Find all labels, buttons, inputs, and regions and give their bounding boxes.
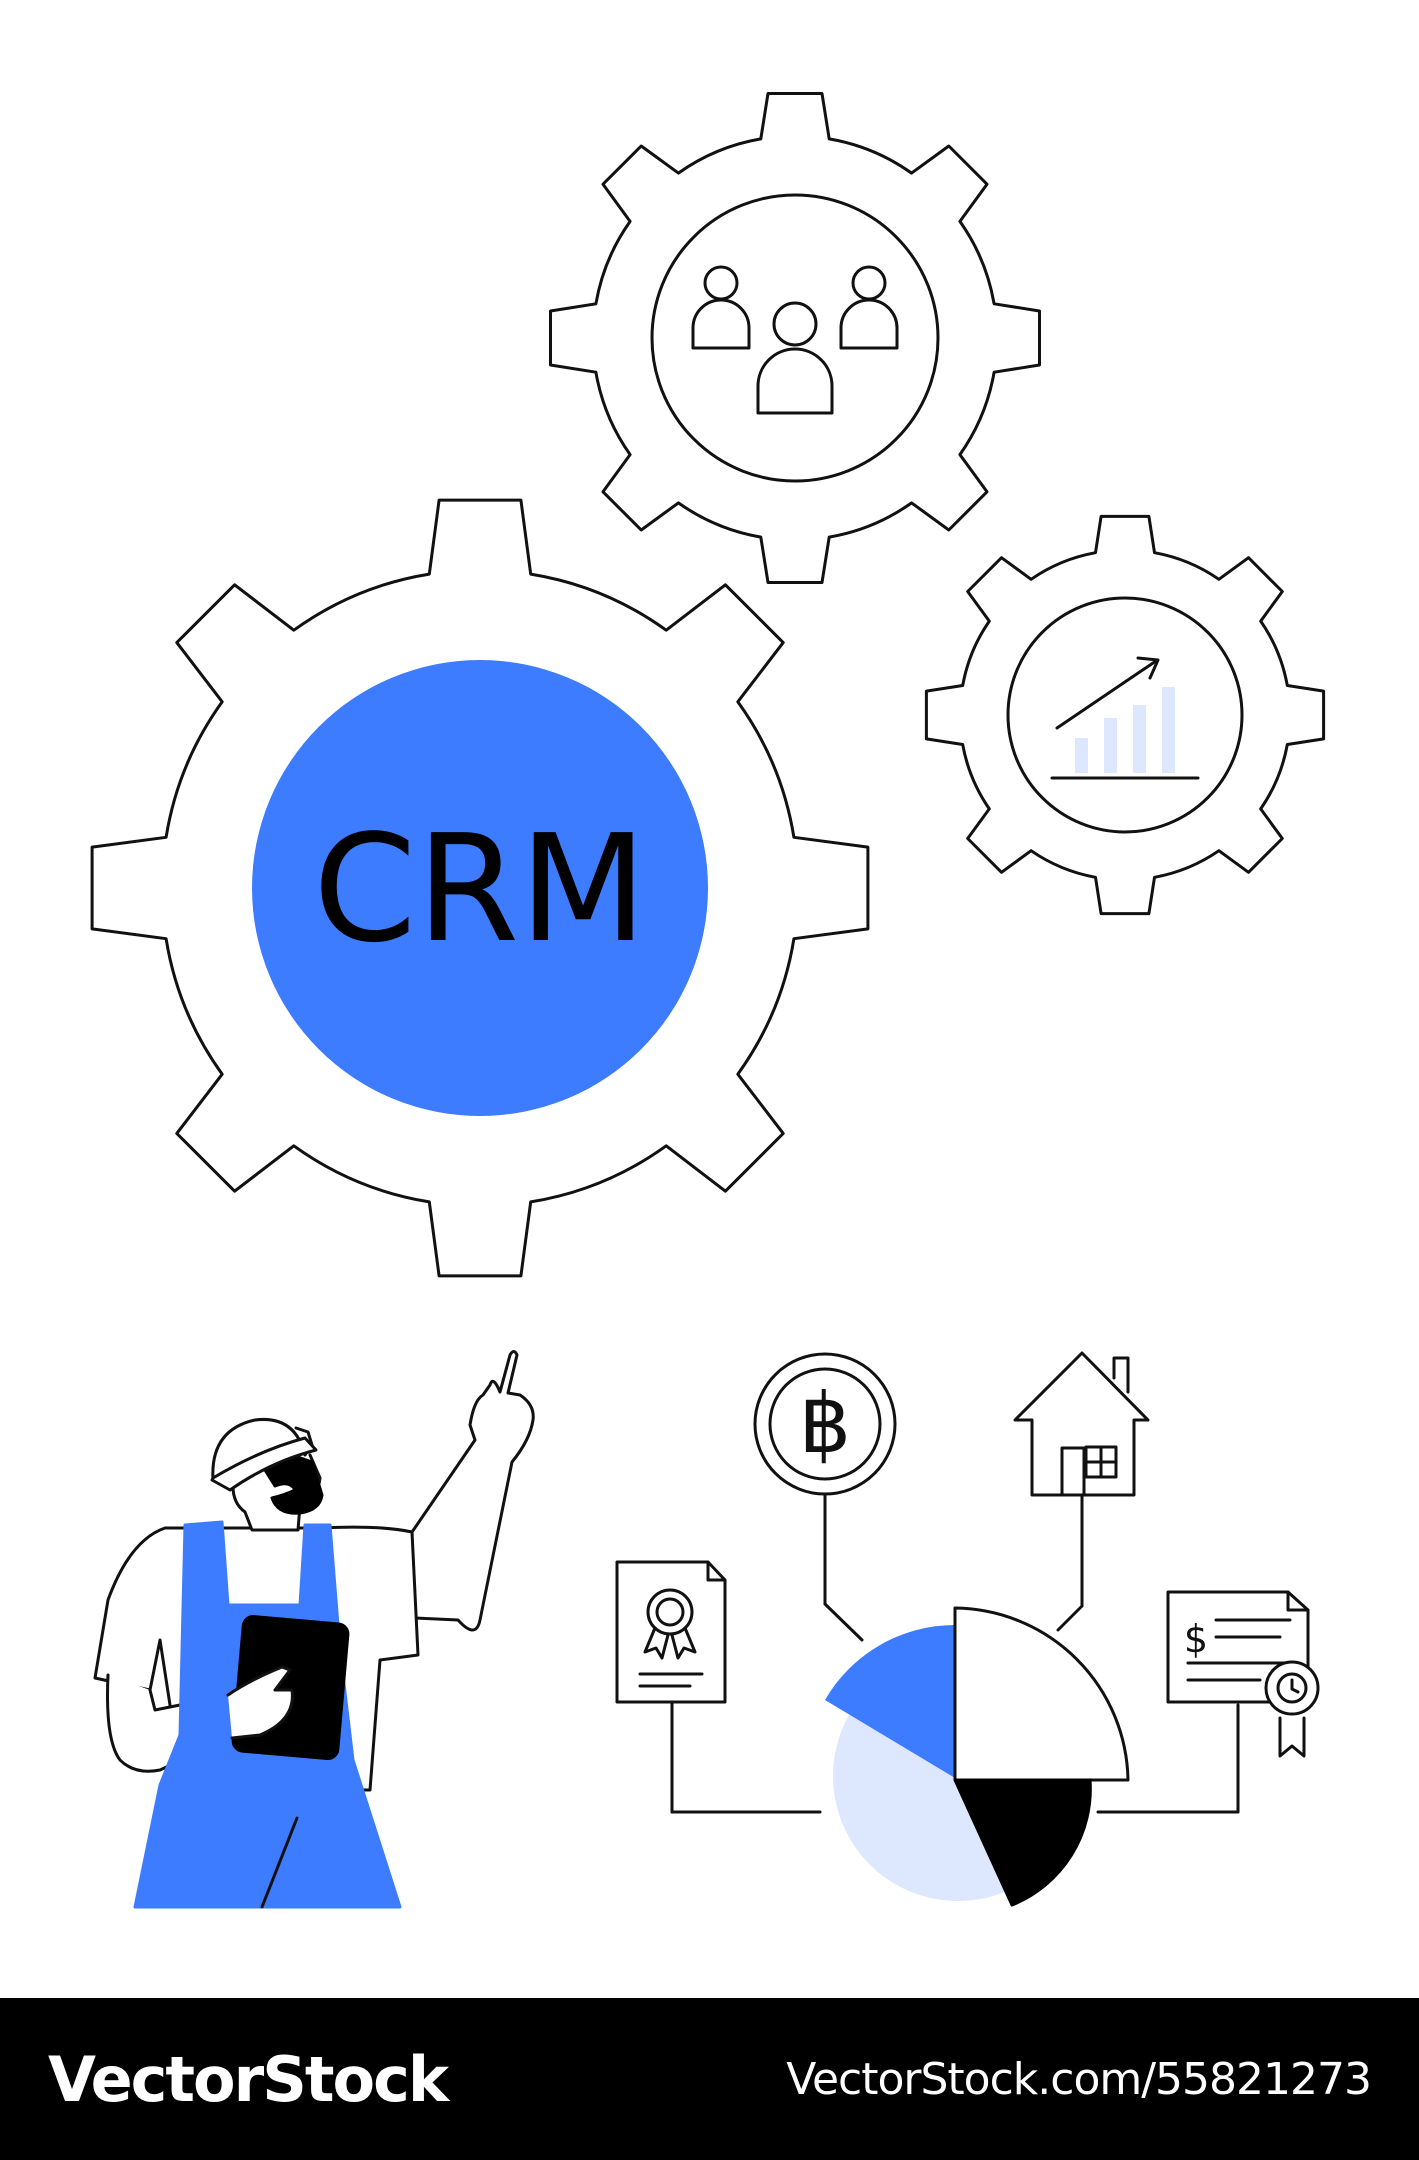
- crm-label: CRM: [313, 803, 647, 975]
- watermark-footer: VectorStock VectorStock.com/55821273: [0, 1998, 1419, 2160]
- brand-logo: VectorStock: [48, 2042, 449, 2116]
- worker-figure: [93, 1350, 535, 1909]
- house-icon: [1013, 1351, 1150, 1497]
- people-gear-center: [650, 193, 940, 483]
- people-gear-icon: [549, 92, 1041, 584]
- invoice-document-icon: $: [1166, 1590, 1320, 1758]
- svg-text:$: $: [1184, 1617, 1208, 1661]
- pie-chart-icon: [825, 1606, 1130, 1907]
- crm-illustration: CRM: [90, 92, 1326, 1909]
- crm-gear-icon: CRM: [90, 498, 870, 1278]
- image-reference: VectorStock.com/55821273: [786, 2053, 1372, 2105]
- growth-gear-center: [1006, 596, 1244, 834]
- svg-text:฿: ฿: [799, 1377, 851, 1472]
- connector-lines: [670, 1493, 1240, 1814]
- certificate-document-icon: [615, 1560, 727, 1704]
- bitcoin-coin-icon: ฿: [753, 1352, 897, 1496]
- people-group-icon: [691, 265, 899, 415]
- growth-chart-icon: [1050, 656, 1200, 780]
- crm-gear-center: [252, 660, 708, 1116]
- growth-gear-icon: [924, 514, 1326, 916]
